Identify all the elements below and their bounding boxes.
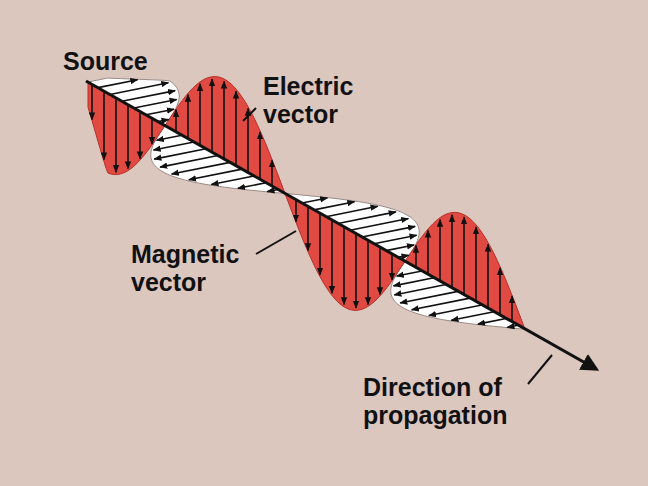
magnetic-arrow [451, 312, 494, 321]
electric-arrow [391, 254, 393, 280]
electric-arrow [247, 109, 249, 173]
magnetic-arrow [302, 198, 327, 203]
leader-line [243, 108, 256, 121]
electric-arrow [223, 81, 225, 159]
magnetic-arrow [172, 162, 230, 174]
electric-arrow [259, 132, 261, 179]
propagation-label: Direction of propagation [363, 373, 535, 429]
magnetic-arrow [157, 135, 182, 140]
electric-arrow [139, 111, 141, 158]
magnetic-arrow [397, 271, 422, 276]
electric-arrow [487, 244, 489, 308]
electric-arrow [379, 247, 381, 294]
electric-arrow [427, 230, 429, 274]
magnetic-arrow [122, 91, 175, 102]
electric-arrow [103, 91, 105, 160]
electric-arrow [439, 220, 441, 282]
magnetic-arrow [134, 99, 177, 108]
electric-arrow [343, 227, 345, 305]
electric-arrow [511, 296, 513, 322]
magnetic-vector-label: Magnetic vector [131, 240, 259, 296]
leader-line [256, 231, 296, 254]
magnetic-arrow [211, 176, 254, 185]
magnetic-arrow [314, 202, 355, 210]
electric-arrow [199, 84, 201, 146]
source-label: Source [63, 47, 203, 75]
magnetic-arrow [326, 206, 378, 216]
electric-arrow [175, 110, 177, 132]
electric-arrow [463, 217, 465, 295]
magnetic-arrow [160, 156, 218, 168]
magnetic-arrow [153, 142, 194, 150]
magnetic-arrow [386, 245, 414, 251]
electric-arrow [307, 206, 309, 250]
electric-arrow [235, 91, 237, 165]
magnetic-arrow [374, 235, 417, 244]
electric-arrow [367, 240, 369, 304]
magnetic-arrow [393, 278, 434, 286]
magnetic-arrow [238, 183, 266, 189]
electric-arrow [475, 227, 477, 301]
electric-arrow [451, 215, 453, 288]
electric-arrow [295, 200, 297, 222]
magnetic-arrow [412, 298, 470, 310]
magnetic-arrow [146, 109, 174, 115]
magnetic-arrow [110, 83, 168, 95]
magnetic-arrow [362, 226, 415, 237]
electric-arrow [499, 268, 501, 315]
magnetic-arrow [154, 149, 206, 159]
magnetic-arrow [189, 169, 242, 180]
electric-arrow [271, 160, 273, 186]
electric-arrow [91, 84, 93, 119]
magnetic-arrow [350, 219, 408, 231]
electric-arrow [187, 95, 189, 139]
magnetic-arrow [400, 291, 458, 303]
electric-arrow [331, 220, 333, 293]
electric-arrow [115, 98, 117, 172]
propagation-axis [86, 81, 596, 369]
magnetic-arrow [394, 285, 446, 295]
leader-line [528, 355, 552, 384]
electric-arrow [211, 79, 213, 152]
magnetic-arrow [478, 319, 506, 325]
electric-arrow [415, 246, 417, 268]
magnetic-arrow [338, 212, 396, 224]
magnetic-arrow [429, 305, 482, 316]
electric-arrow [127, 105, 129, 169]
electric-arrow [355, 234, 357, 308]
magnetic-arrow [98, 80, 138, 88]
electric-vector-label: Electric vector [263, 72, 381, 128]
electric-arrow [319, 213, 321, 275]
electric-arrow [151, 118, 153, 144]
